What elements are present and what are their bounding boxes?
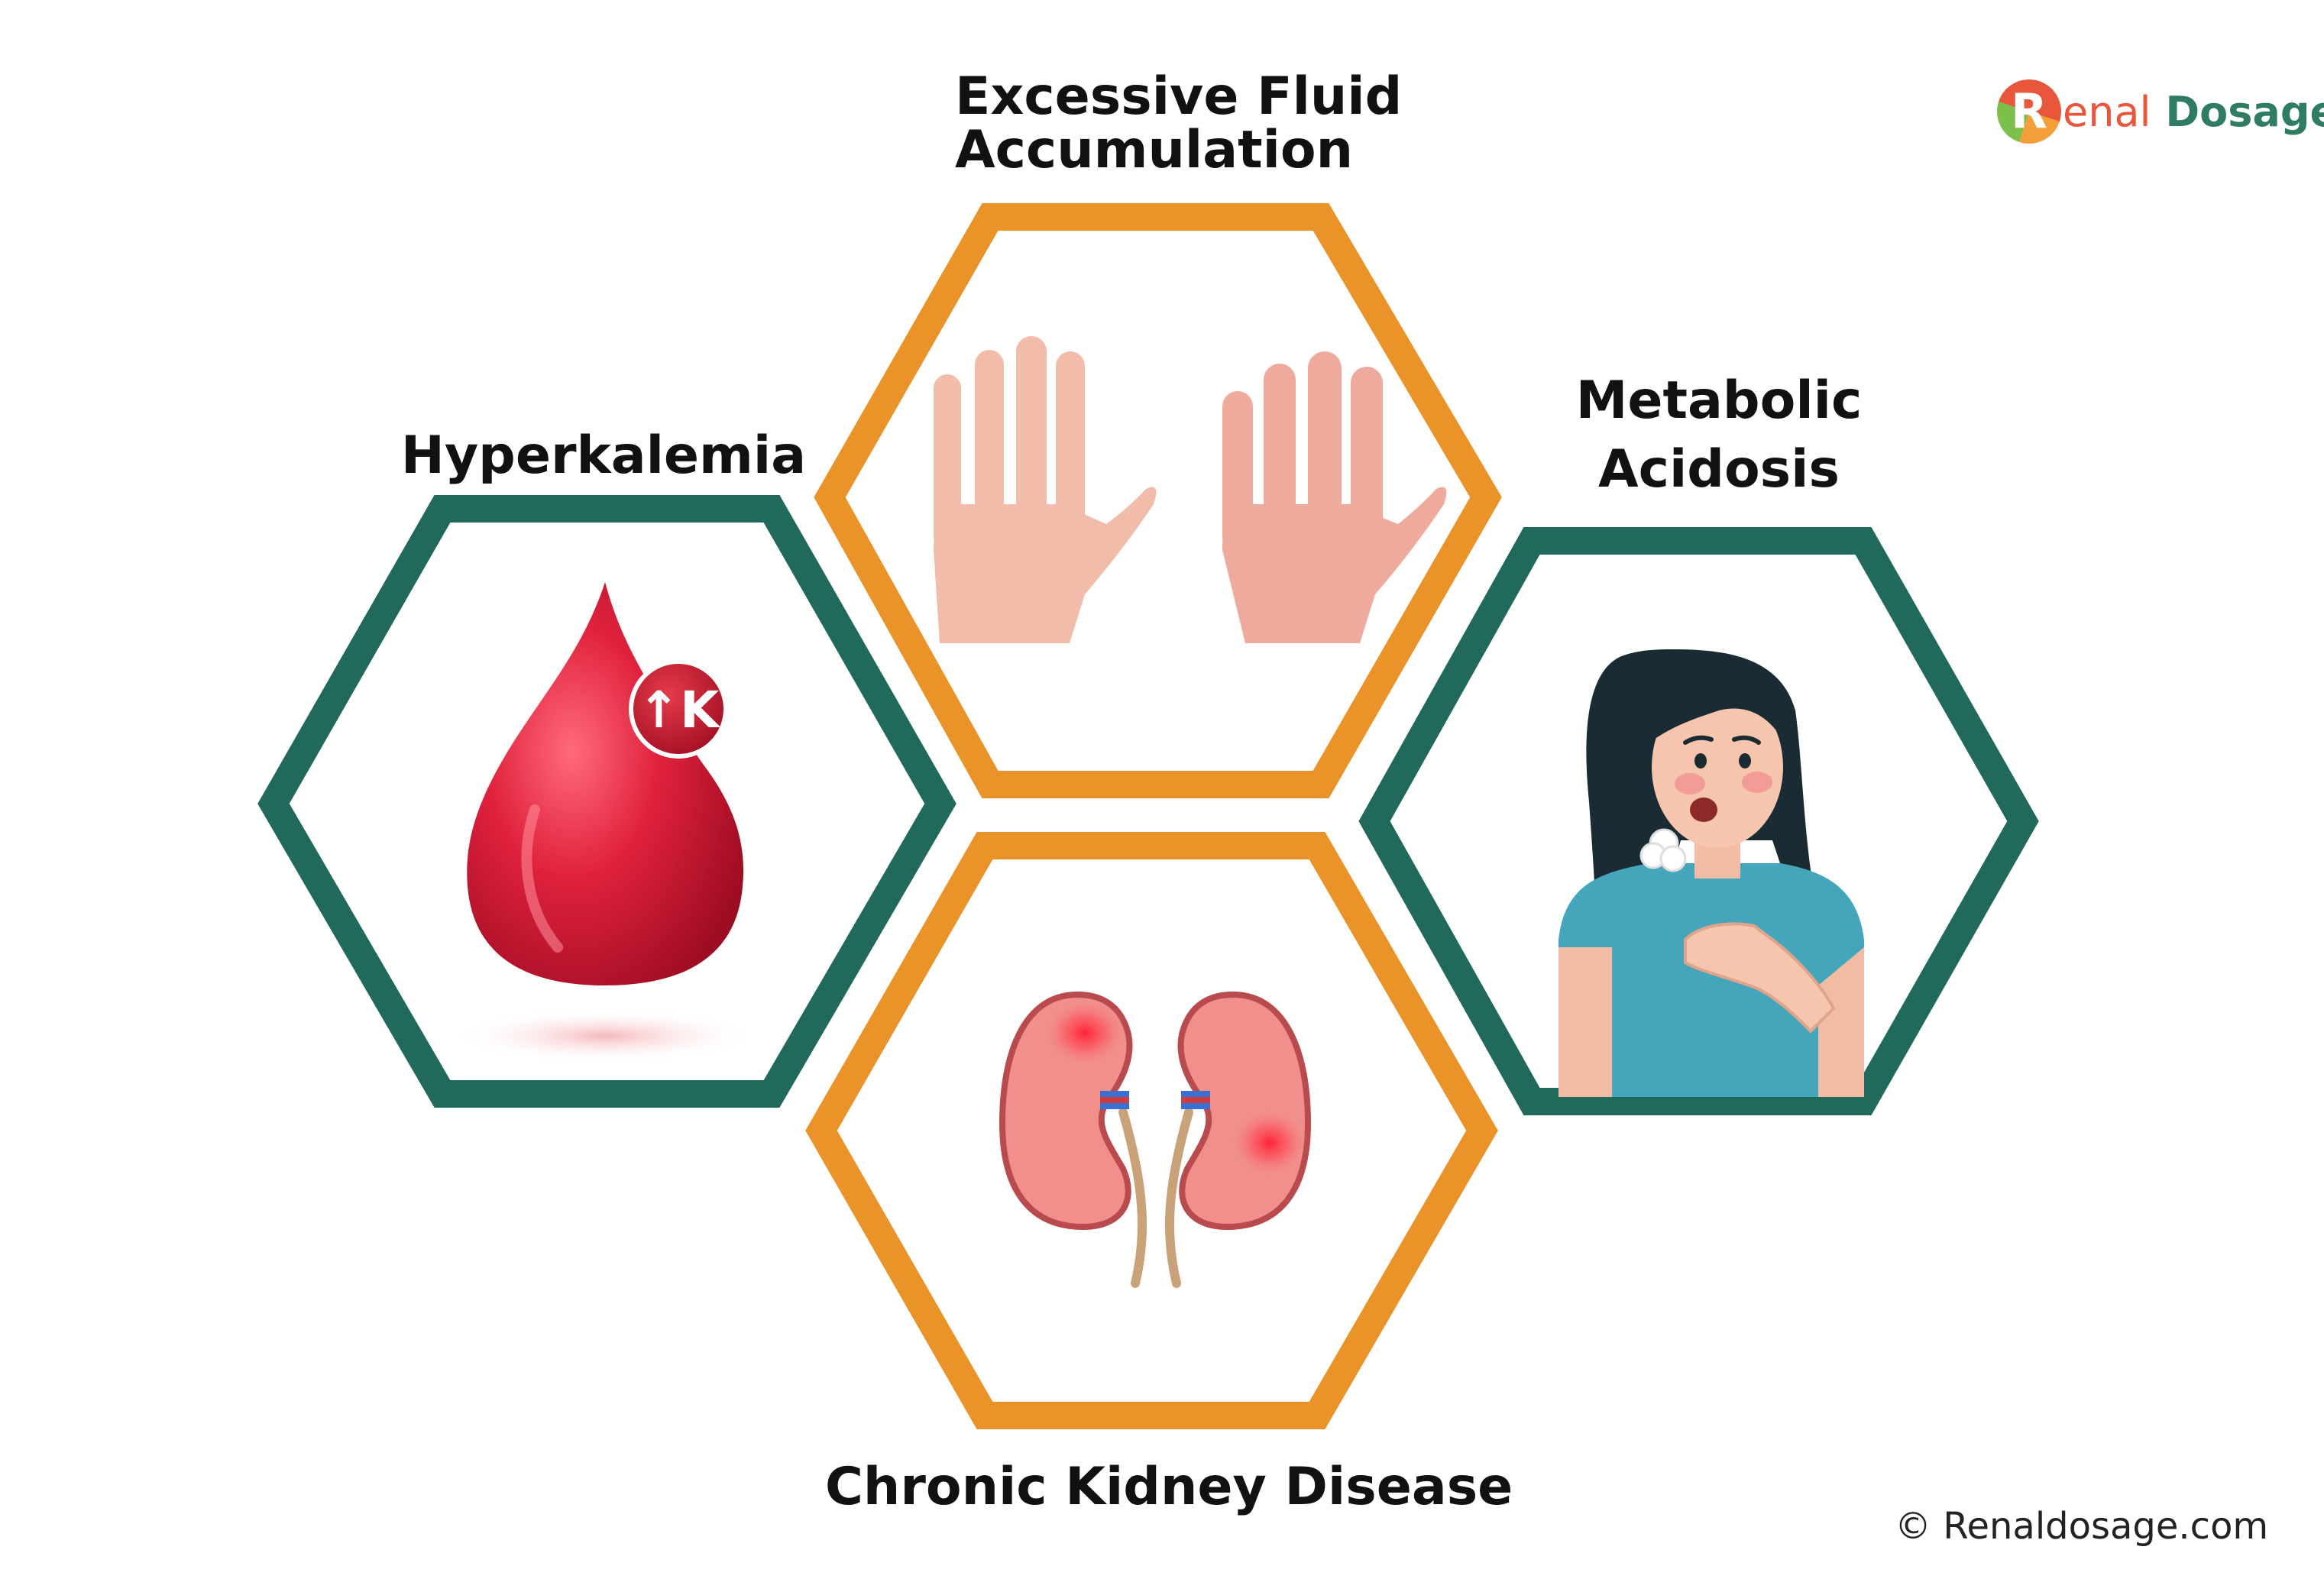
hexagon-hyperkalemia [257,495,956,1108]
woman-breathless-icon [1559,649,1864,1097]
left-hand [934,336,1157,643]
right-hand [1222,351,1447,643]
hexagon-fluid [814,203,1502,798]
ureters [1118,1108,1193,1288]
hexagon-acidosis [1358,527,2039,1115]
label-fluid-line1: Excessive Fluid [955,66,1403,127]
potassium-badge: ↑K [629,659,728,759]
label-ckd: Chronic Kidney Disease [825,1457,1513,1517]
logo-dosage: Dosage [2165,87,2324,136]
hands-icon [934,336,1447,643]
potassium-badge-text: ↑K [638,681,721,739]
copyright-text: © Renaldosage.com [1895,1505,2269,1548]
blood-drop-icon [452,582,758,1063]
logo-mark-icon: R [1997,79,2061,144]
label-fluid-line2: Accumulation [955,120,1354,180]
kidney-icon [999,991,1312,1288]
label-acidosis-line2: Acidosis [1598,439,1840,500]
label-acidosis-line1: Metabolic [1575,370,1863,431]
breath-puff [1639,828,1687,872]
hexagon-ckd [805,832,1498,1429]
logo-renal: enal [2063,87,2151,136]
brand-logo: R enal Dosage [1997,73,2324,150]
label-hyperkalemia: Hyperkalemia [400,426,807,486]
right-kidney [1177,991,1312,1231]
logo-text: enal Dosage [2063,88,2324,136]
left-kidney [999,991,1133,1231]
